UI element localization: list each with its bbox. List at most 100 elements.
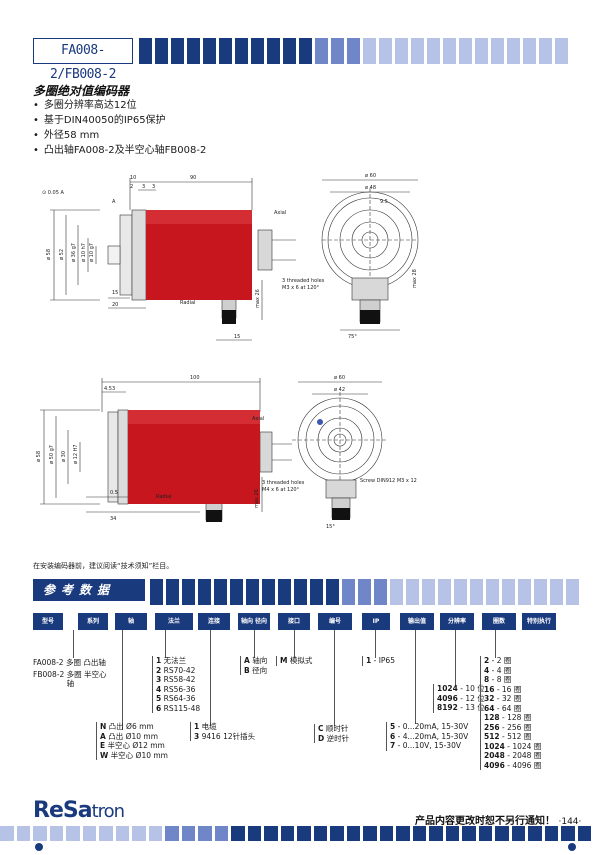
dim-label: A xyxy=(112,199,116,205)
dim-label: ø 30 xyxy=(61,451,67,462)
option-row: 6 RS115-48 xyxy=(156,703,201,713)
decor-square xyxy=(283,38,296,64)
decor-square xyxy=(379,826,393,841)
dim-label: ø 60 xyxy=(365,173,376,179)
dim-label: Axial xyxy=(252,416,264,422)
option-row: 7 - 0...10V, 15-30V xyxy=(390,741,461,750)
option-row: 256 - 256 圈 xyxy=(484,722,532,732)
decor-square xyxy=(462,826,476,841)
dim-label: ø 58 xyxy=(36,451,42,462)
decor-square xyxy=(374,579,387,605)
option-row: A 凸出 Ø10 mm xyxy=(100,731,159,741)
decor-square xyxy=(310,579,323,605)
bullet-dot-icon xyxy=(35,843,43,851)
decor-square xyxy=(251,38,264,64)
decor-square xyxy=(99,826,113,841)
dim-label: ø 10 g7 xyxy=(89,243,95,262)
dim-label: 15 xyxy=(112,290,118,296)
decor-square xyxy=(358,579,371,605)
option-row: A 轴向 xyxy=(244,656,268,665)
encoder-body xyxy=(146,210,252,300)
option-row: 8192 - 13 位 xyxy=(437,703,485,712)
decor-square xyxy=(198,579,211,605)
decor-square xyxy=(346,826,360,841)
feature-item: 凸出轴FA008-2及半空心轴FB008-2 xyxy=(33,143,206,158)
decor-square xyxy=(411,38,424,64)
dim-label: 9.5 xyxy=(380,199,388,205)
decor-square xyxy=(16,826,30,841)
ordering-column-header: 法兰 xyxy=(155,613,193,630)
product-heading: 多圈绝对值编码器 xyxy=(33,84,130,98)
decor-square xyxy=(171,38,184,64)
decor-square xyxy=(150,579,163,605)
dim-label: 3 xyxy=(152,184,155,190)
decor-square xyxy=(523,38,536,64)
option-row: 64 - 64 圈 xyxy=(484,703,522,713)
decor-square xyxy=(132,826,146,841)
encoder-body xyxy=(128,410,260,504)
option-row: 2 RS70-42 xyxy=(156,665,196,675)
option-row: 128 - 128 圈 xyxy=(484,713,532,722)
option-row: 8 - 8 圈 xyxy=(484,675,512,684)
decor-square xyxy=(155,38,168,64)
option-row: W 半空心 Ø10 mm xyxy=(100,750,168,760)
dim-label: 100 xyxy=(190,375,200,381)
footer-notice: 产品内容更改时恕不另行通知！ ·144· xyxy=(415,816,582,827)
decor-square xyxy=(294,579,307,605)
decor-square xyxy=(502,579,515,605)
dim-label: ø 58 xyxy=(46,249,52,260)
option-code: FB008-2 xyxy=(33,669,65,679)
option-row: 4096 - 12 位 xyxy=(437,693,485,703)
ordering-column-header: 连接 xyxy=(198,613,230,630)
decor-square xyxy=(313,826,327,841)
dim-label: M4 x 6 at 120° xyxy=(262,487,300,493)
decor-square xyxy=(315,38,328,64)
dim-label: Radial xyxy=(180,300,195,306)
option-row: N 凸出 Ø6 mm xyxy=(100,722,154,731)
option-row: 512 - 512 圈 xyxy=(484,732,532,741)
decor-square xyxy=(326,579,339,605)
ordering-column-header: 系列 xyxy=(78,613,108,630)
ip-options: 1 - IP65 xyxy=(362,656,395,666)
dim-label: 3 xyxy=(142,184,145,190)
option-row: D 逆时针 xyxy=(318,733,350,743)
model-options: FA008-2 多圈 凸出轴 FB008-2 多圈 半空心轴 xyxy=(33,658,107,688)
dim-label: 15° xyxy=(326,524,335,530)
decor-square xyxy=(379,38,392,64)
dim-label: 90 xyxy=(190,175,196,181)
decor-square xyxy=(148,826,162,841)
ordering-column-header: 圈数 xyxy=(482,613,516,630)
dim-label: ø 60 xyxy=(334,375,345,381)
dim-label: ø 42 xyxy=(334,387,345,393)
decor-square xyxy=(347,38,360,64)
decor-square xyxy=(507,38,520,64)
dim-label: 3 threaded holes xyxy=(262,480,305,486)
decor-square xyxy=(66,826,80,841)
decor-square xyxy=(235,38,248,64)
dim-label: max 26 xyxy=(255,289,261,308)
decor-square xyxy=(246,579,259,605)
decor-square xyxy=(299,38,312,64)
decor-square xyxy=(297,826,311,841)
dim-label: 34 xyxy=(110,516,116,522)
decor-square xyxy=(390,579,403,605)
ordering-column-header: 轴向 径向 xyxy=(238,613,270,630)
dim-label: 10 xyxy=(130,175,136,181)
decor-square xyxy=(267,38,280,64)
decor-square xyxy=(427,38,440,64)
option-row: E 半空心 Ø12 mm xyxy=(100,741,165,750)
decor-square xyxy=(181,826,195,841)
dim-label: 0.5 xyxy=(110,490,118,496)
decor-square xyxy=(264,826,278,841)
decor-square xyxy=(429,826,443,841)
decor-square xyxy=(203,38,216,64)
option-row: 4096 - 4096 圈 xyxy=(484,760,542,770)
feature-item: 多圈分辨率高达12位 xyxy=(33,98,206,113)
decor-square xyxy=(443,38,456,64)
ordering-column-header: 接口 xyxy=(278,613,310,630)
footer-square-band xyxy=(0,826,591,841)
dim-label: 20 xyxy=(112,302,118,308)
decor-square xyxy=(396,826,410,841)
